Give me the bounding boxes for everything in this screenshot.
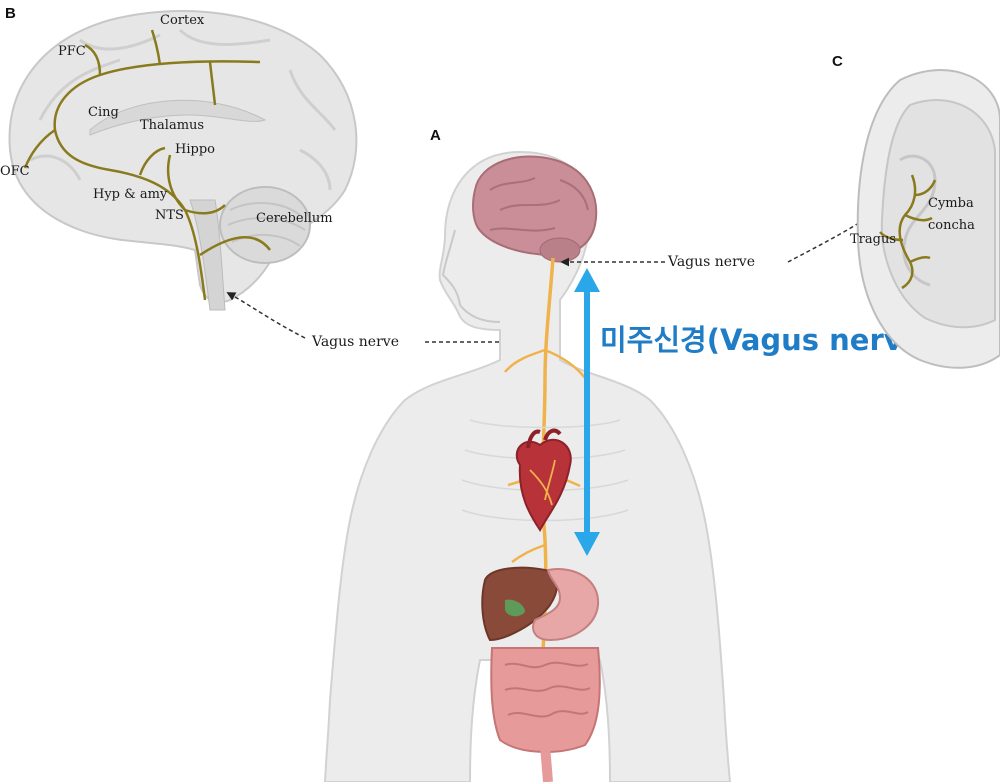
human-body-illustration: A (323, 127, 936, 782)
cerebellum-label: Cerebellum (256, 211, 333, 226)
hippo-label: Hippo (175, 142, 215, 157)
brain-sagittal-illustration: B Cortex PFC Cing Thalamus Hippo OFC Hyp… (0, 5, 358, 311)
panel-a-label: A (430, 127, 441, 144)
brain-vagal-pathways (23, 29, 271, 301)
ofc-label: OFC (0, 164, 30, 179)
vagus-nerve-korean-label: 미주신경(Vagus nerve) (600, 323, 936, 357)
panel-b-label: B (5, 5, 16, 22)
vagus-length-arrow (574, 268, 600, 556)
concha-label: concha (928, 218, 975, 233)
left-vagus-connector: Vagus nerve (226, 292, 542, 350)
pfc-label: PFC (58, 44, 86, 59)
cortex-label: Cortex (160, 13, 205, 28)
cymba-label: Cymba (928, 196, 974, 211)
tragus-label: Tragus (850, 232, 896, 247)
vagus-nerve-label-left: Vagus nerve (311, 334, 399, 350)
nts-label: NTS (155, 208, 184, 223)
auricular-vagal-branch (879, 174, 937, 290)
right-vagus-connector: Vagus nerve (560, 200, 892, 270)
panel-c-label: C (832, 53, 843, 70)
thalamus-label: Thalamus (140, 118, 204, 133)
ear-illustration: C Cymba concha Tragus (832, 53, 1000, 369)
cing-label: Cing (88, 105, 119, 120)
hyp-amy-label: Hyp & amy (93, 187, 168, 202)
vagus-nerve-label-right: Vagus nerve (667, 254, 755, 270)
